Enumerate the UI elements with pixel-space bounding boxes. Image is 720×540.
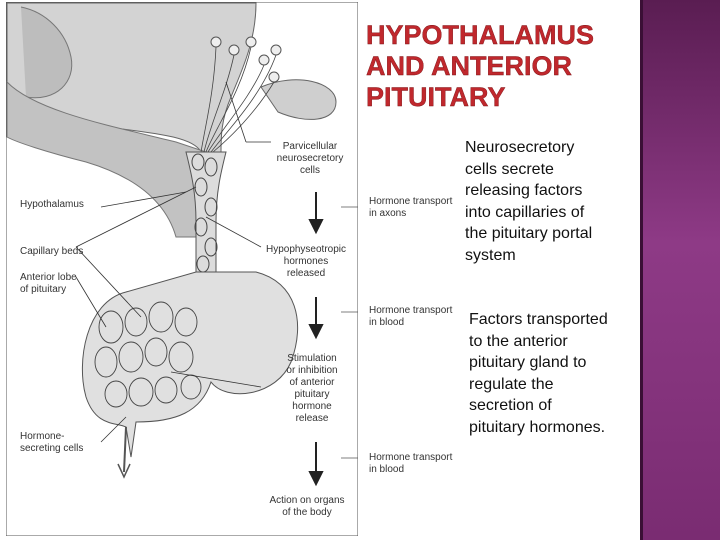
brain-fold bbox=[20, 6, 73, 99]
body-paragraph-2: Factors transported to the anterior pitu… bbox=[469, 311, 608, 436]
outflow-arrow bbox=[117, 463, 131, 479]
hypothalamus-pituitary-diagram bbox=[6, 2, 358, 536]
label-stimulation-inhibition: Stimulation or inhibition of anterior pi… bbox=[286, 353, 338, 424]
label-hormone-transport-blood-2: Hormone transport in blood bbox=[369, 452, 453, 475]
label-action-on-organs: Action on organs of the body bbox=[269, 495, 345, 518]
label-hypothalamus: Hypothalamus bbox=[20, 199, 84, 210]
sidebar-edge bbox=[640, 0, 643, 540]
label-hormone-transport-blood-1: Hormone transport in blood bbox=[369, 305, 453, 328]
neurosecretory-neurons bbox=[200, 36, 282, 153]
label-parvicellular-cells: Parvicellular neurosecretory cells bbox=[276, 141, 344, 176]
label-hypophyseotropic-hormones: Hypophyseotropic hormones released bbox=[265, 244, 347, 279]
slide-title: HYPOTHALAMUS AND ANTERIOR PITUITARY bbox=[366, 20, 594, 112]
label-capillary-beds: Capillary beds bbox=[20, 246, 84, 257]
label-hormone-secreting-cells: Hormone- secreting cells bbox=[20, 431, 84, 454]
pointer-lines bbox=[75, 81, 271, 443]
anterior-pituitary bbox=[81, 271, 298, 458]
flow-arrows bbox=[308, 192, 324, 487]
label-hormone-transport-axons: Hormone transport in axons bbox=[369, 196, 453, 219]
outflow-vessel bbox=[123, 426, 127, 473]
label-anterior-lobe: Anterior lobe of pituitary bbox=[20, 272, 77, 295]
anterior-lobe-cells bbox=[94, 301, 202, 408]
mammillary-bulge bbox=[260, 79, 337, 120]
transport-connectors bbox=[341, 206, 358, 459]
body-paragraph-1: Neurosecretory cells secrete releasing f… bbox=[465, 139, 593, 264]
decorative-sidebar bbox=[640, 0, 720, 540]
